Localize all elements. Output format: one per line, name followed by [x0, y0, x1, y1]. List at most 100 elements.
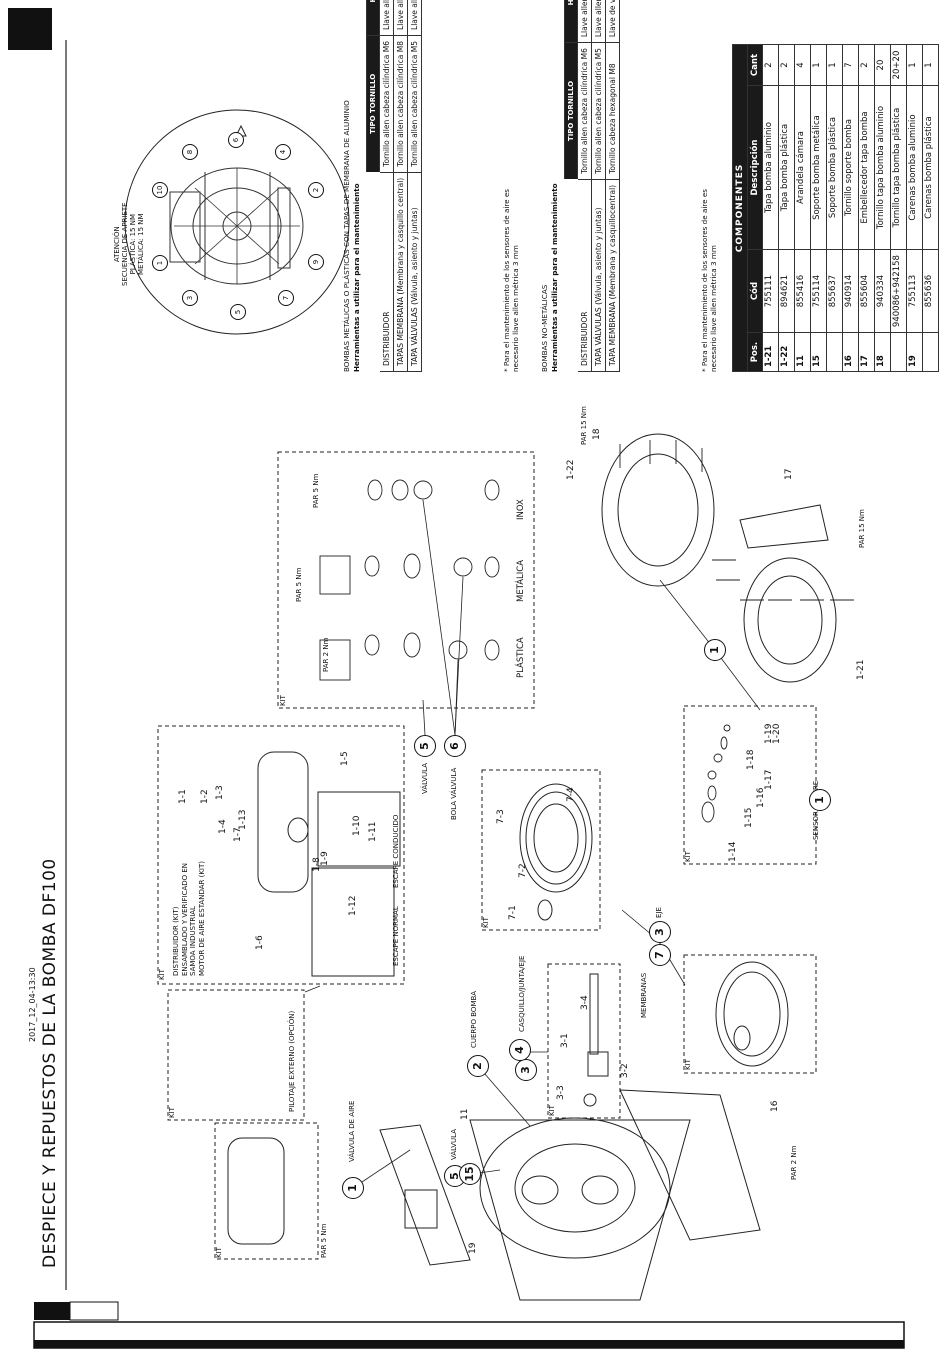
- pump-covers-sketch: [601, 433, 837, 683]
- part-label: 1-15: [744, 807, 754, 828]
- table-cell: 15: [810, 332, 827, 372]
- page-tab-black: [34, 1302, 70, 1320]
- part-label: 1-3: [215, 785, 225, 800]
- table-cell: Llave de vaso métrica 13 mm Standard: 1/…: [605, 0, 620, 43]
- kit-label: KIT: [482, 917, 490, 928]
- col-header: Pos.: [747, 332, 763, 372]
- table-cell: Tornillo allen cabeza cilíndrica M5: [591, 42, 606, 180]
- distributor-kit-note: DISTRIBUIDOR (KIT) ENSAMBLADO Y VERIFICA…: [172, 861, 206, 976]
- table-cell: 4: [794, 44, 811, 86]
- part-label: 1-1: [178, 789, 188, 804]
- label-par-2: PAR 2 Nm: [790, 1145, 798, 1180]
- metal-note: * Para el mantenimiento de los sensores …: [502, 189, 520, 372]
- corner-tab-block: [8, 8, 52, 50]
- table-cell: 18: [874, 332, 891, 372]
- cover-bolts: [619, 440, 854, 601]
- bolt-sequence-number: 9: [308, 254, 324, 270]
- callout-circle-1: 1: [809, 789, 831, 811]
- part-label: 3-3: [556, 1085, 566, 1100]
- table-cell: Soporte bomba plástica: [826, 85, 843, 250]
- part-label: 1-14: [728, 841, 738, 862]
- kit-label: KIT: [168, 1107, 176, 1118]
- callout-valvula-aire: VÁLVULA DE AIRE: [348, 1100, 356, 1162]
- callout-bola-valvula: BOLA VÁLVULA: [450, 767, 458, 820]
- col-header: [564, 179, 578, 372]
- callout-circle-3: 3: [515, 1059, 537, 1081]
- part-label: 18: [592, 428, 602, 440]
- table-cell: 755113: [906, 249, 923, 333]
- callout-valvula-2: VÁLVULA: [421, 762, 429, 794]
- pump-body-sketch: [379, 1089, 761, 1301]
- part-label: 3-1: [560, 1033, 570, 1048]
- bolt-sequence-number: 1: [152, 255, 168, 271]
- table-cell: 1: [810, 44, 827, 86]
- note-line: * Para el mantenimiento de los sensores …: [700, 188, 709, 372]
- part-label: 1-4: [218, 819, 228, 834]
- part-label: 1-9: [320, 851, 330, 866]
- escape-conducido-box: [317, 791, 401, 867]
- nonmetal-table-title: BOMBAS NO-METÁLICAS: [540, 284, 549, 372]
- part-label: 11: [460, 1108, 470, 1120]
- callout-pilotaje: PILOTAJE EXTERNO (OPCIÓN): [288, 1010, 296, 1112]
- kit-label: KIT: [684, 1059, 692, 1070]
- kit-box-valves: [277, 451, 535, 709]
- table-row: TAPA VÁLVULAS (Válvula, asiento y juntas…: [591, 0, 606, 372]
- table-row: TAPA MEMBRANA (Membrana y casquillocentr…: [605, 0, 620, 372]
- callout-valvula: VÁLVULA: [450, 1128, 458, 1160]
- bolt-sequence-number: 10: [152, 182, 168, 198]
- table-cell: Carenas bomba aluminio: [906, 85, 923, 250]
- note-line: necesario llave allen métrica 3 mm: [511, 245, 520, 372]
- attention-line: SECUENCIA DE APRIETE: [121, 202, 129, 286]
- label-par-5c: PAR 5 Nm: [312, 473, 320, 508]
- table-cell: 1: [826, 44, 843, 86]
- metal-table: TIPO TORNILLO HERRAMIENTA REQUERIDA DIST…: [366, 0, 422, 372]
- table-cell: DISTRIBUIDOR: [379, 172, 394, 372]
- callout-circle-4: 4: [509, 1039, 531, 1061]
- kit-box-diaphragm-b: [683, 954, 817, 1074]
- table-cell: 7: [842, 44, 859, 86]
- callout-circle-2: 2: [467, 1055, 489, 1077]
- table-cell: Tornillo allen cabeza cilíndrica M6: [379, 35, 394, 173]
- part-label: 7-1: [508, 905, 518, 920]
- bolt-sequence-number: 2: [308, 182, 324, 198]
- table-cell: 16: [842, 332, 859, 372]
- distributor-kit-line: MOTOR DE AIRE ESTANDAR (KIT): [197, 861, 206, 976]
- table-cell: 855604: [858, 249, 875, 333]
- kit-label: KIT: [158, 969, 166, 980]
- table-cell: 855636: [922, 249, 939, 333]
- part-label: 1-12: [348, 895, 358, 916]
- table-cell: 11: [794, 332, 811, 372]
- table-cell: Tornillo cabeza hexagonal M8: [605, 42, 620, 180]
- table-cell: Tapa bomba aluminio: [762, 85, 779, 250]
- table-cell: 17: [858, 332, 875, 372]
- shaft-sketch: [583, 973, 609, 1107]
- part-label: 17: [784, 468, 794, 480]
- distributor-kit-line: DISTRIBUIDOR (KIT): [172, 906, 180, 976]
- table-cell: 20: [874, 44, 891, 86]
- part-label: 1-10: [352, 815, 362, 836]
- label-par-5b: PAR 5 Nm: [295, 567, 303, 602]
- part-label: 1-22: [566, 459, 576, 480]
- bolt-sequence-number: 4: [275, 144, 291, 160]
- col-header: [366, 172, 380, 372]
- table-cell: TAPA VÁLVULAS (Válvula, asiento y juntas…: [407, 172, 422, 372]
- table-cell: Llave allen métrica: 5 mm Standard: 3/16…: [577, 0, 592, 43]
- kit-box-pilotaje: [167, 989, 305, 1121]
- kit-box-air-valve: [214, 1122, 319, 1260]
- page-title: DESPIECE Y REPUESTOS DE LA BOMBA DF100: [40, 858, 60, 1268]
- table-cell: [826, 332, 843, 372]
- valve-kit-sketch: [319, 479, 500, 681]
- table-cell: 2: [778, 44, 795, 86]
- table-cell: TAPA MEMBRANA (Membrana y casquillocentr…: [605, 179, 620, 372]
- nonmetal-table: TIPO TORNILLO HERRAMIENTA REQUERIDA DIST…: [564, 0, 620, 372]
- table-cell: [890, 332, 907, 372]
- callout-eje: EJE: [655, 907, 663, 918]
